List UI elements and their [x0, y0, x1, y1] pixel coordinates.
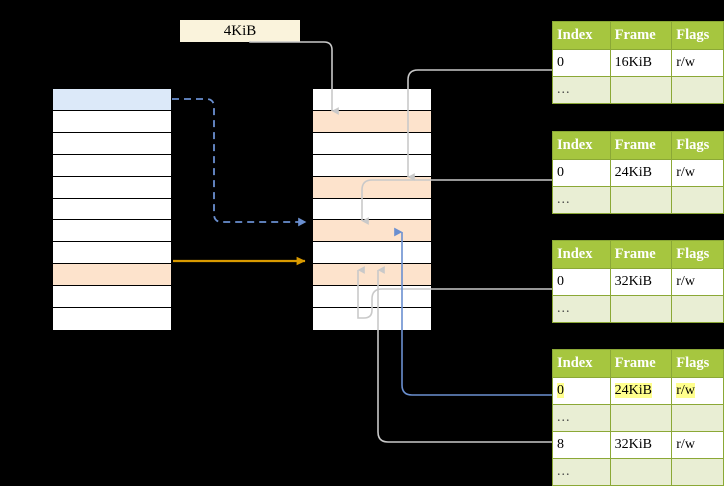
table-cell: 24KiB [609, 377, 673, 405]
virtual-cell-row-2 [53, 132, 171, 155]
virtual-cell-row-0 [53, 89, 171, 111]
column-header-index: Index [552, 349, 611, 378]
physical-cell-row-7 [313, 242, 431, 265]
table-cell: 8 [552, 431, 611, 459]
table-cell [609, 458, 673, 486]
wire-virtual-blue-to-physical [172, 98, 307, 227]
physical-cell-row-3 [313, 154, 431, 177]
table-row: ... [552, 404, 724, 432]
table-row: ... [552, 76, 724, 104]
table-cell: ... [552, 295, 611, 323]
virtual-cell-row-1 [53, 110, 171, 133]
table-row: ... [552, 458, 724, 486]
physical-cell-row-8 [313, 264, 431, 287]
table-cell: 0 [552, 377, 611, 405]
virtual-cell-row-8 [53, 264, 171, 287]
column-header-flags: Flags [671, 240, 724, 269]
table-cell [671, 404, 724, 432]
column-header-index: Index [552, 21, 611, 50]
table-cell [671, 186, 724, 214]
table-cell: r/w [671, 268, 724, 296]
table-cell: r/w [671, 49, 724, 77]
column-header-frame: Frame [609, 349, 673, 378]
table-cell: 0 [552, 268, 611, 296]
physical-cell-row-0 [313, 89, 431, 111]
highlighted-value: 24KiB [614, 383, 652, 398]
table-cell [609, 186, 673, 214]
table-cell: 0 [552, 49, 611, 77]
table-cell [609, 76, 673, 104]
physical-cell-row-10 [313, 308, 431, 330]
virtual-address-space-column [52, 88, 172, 331]
highlighted-value: 0 [557, 383, 564, 398]
table-row: ... [552, 186, 724, 214]
virtual-cell-row-3 [53, 154, 171, 177]
column-header-flags: Flags [671, 131, 724, 160]
table-row: 0 24KiB r/w [552, 377, 724, 405]
physical-cell-row-5 [313, 198, 431, 221]
table-cell: 16KiB [609, 49, 673, 77]
virtual-cell-row-10 [53, 308, 171, 330]
physical-memory-column [312, 88, 432, 331]
table-cell: 32KiB [609, 268, 673, 296]
column-header-frame: Frame [609, 240, 673, 269]
table-cell: ... [552, 186, 611, 214]
table-cell: r/w [671, 159, 724, 187]
virtual-cell-row-5 [53, 198, 171, 221]
column-header-index: Index [552, 240, 611, 269]
table-cell: r/w [671, 377, 724, 405]
physical-cell-row-6 [313, 220, 431, 243]
table-cell: 0 [552, 159, 611, 187]
page-size-tag: 4KiB [180, 20, 300, 42]
highlighted-value: r/w [676, 383, 695, 398]
virtual-cell-row-7 [53, 242, 171, 265]
table-cell: r/w [671, 431, 724, 459]
table-cell [671, 458, 724, 486]
physical-cell-row-9 [313, 286, 431, 309]
virtual-cell-row-9 [53, 286, 171, 309]
virtual-cell-row-6 [53, 220, 171, 243]
table-cell [609, 404, 673, 432]
physical-cell-row-2 [313, 132, 431, 155]
table-cell [609, 295, 673, 323]
virtual-cell-row-4 [53, 176, 171, 199]
table-cell: 24KiB [609, 159, 673, 187]
table-cell: ... [552, 458, 611, 486]
table-row: ... [552, 295, 724, 323]
physical-cell-row-1 [313, 110, 431, 133]
table-cell: 32KiB [609, 431, 673, 459]
column-header-flags: Flags [671, 21, 724, 50]
physical-cell-row-4 [313, 176, 431, 199]
table-cell [671, 76, 724, 104]
table-cell: ... [552, 76, 611, 104]
column-header-index: Index [552, 131, 611, 160]
column-header-frame: Frame [609, 21, 673, 50]
column-header-frame: Frame [609, 131, 673, 160]
column-header-flags: Flags [671, 349, 724, 378]
table-cell [671, 295, 724, 323]
table-cell: ... [552, 404, 611, 432]
